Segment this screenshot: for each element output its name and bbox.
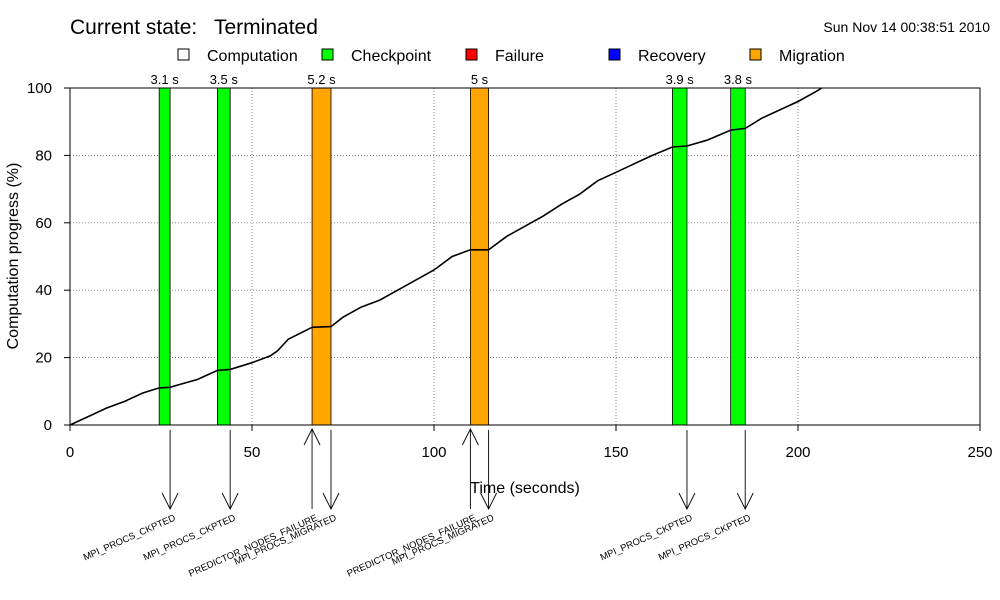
series-layer xyxy=(69,87,823,426)
legend-label-checkpoint: Checkpoint xyxy=(351,48,432,65)
event-bar-migration xyxy=(311,87,332,426)
y-tick-label: 40 xyxy=(35,282,52,299)
event-bar-migration xyxy=(469,87,489,426)
legend: Computation Checkpoint Failure Recovery Migr… xyxy=(177,48,845,65)
annotation-label: MPI_PROCS_MIGRATED xyxy=(233,513,339,568)
event-bars: 3.1 s 3.5 s 5.2 s 5 s 3.9 s 3.8 s xyxy=(151,72,753,426)
event-bar-checkpoint xyxy=(158,87,171,426)
legend-swatch-recovery xyxy=(608,48,621,61)
state-label: Current state: xyxy=(70,16,197,39)
annotation-arrowhead-down xyxy=(678,492,696,511)
y-tick-label: 0 xyxy=(44,417,52,434)
annotation-label: MPI_PROCS_MIGRATED xyxy=(390,513,496,568)
y-axis-label: Computation progress (%) xyxy=(5,163,22,350)
timestamp: Sun Nov 14 00:38:51 2010 xyxy=(823,19,990,35)
event-annotations: MPI_PROCS_CKPTEDMPI_PROCS_CKPTEDPREDICTO… xyxy=(82,427,754,580)
x-tick-label: 200 xyxy=(785,444,810,461)
duration-label: 3.9 s xyxy=(666,72,695,87)
annotation-label: MPI_PROCS_CKPTED xyxy=(599,513,695,564)
annotation-arrowhead-down xyxy=(161,492,179,511)
legend-label-recovery: Recovery xyxy=(638,48,706,65)
y-tick-label: 80 xyxy=(35,147,52,164)
annotation-arrowhead-down xyxy=(322,492,340,511)
event-bar-checkpoint xyxy=(730,87,746,426)
annotation-arrowhead-up xyxy=(303,427,321,446)
x-axis-label: Time (seconds) xyxy=(470,480,580,497)
annotation-arrowhead-up xyxy=(461,427,479,446)
legend-swatch-failure xyxy=(465,48,478,61)
state-value: Terminated xyxy=(214,16,318,39)
axis-ticks: 0 50 100 150 200 250 0 20 40 60 80 100 xyxy=(27,80,993,461)
duration-label: 3.1 s xyxy=(151,72,180,87)
duration-label: 3.5 s xyxy=(210,72,239,87)
annotation-arrowhead-down xyxy=(221,492,239,511)
annotation-label: PREDICTOR_NODES_FAILURE xyxy=(187,513,319,580)
legend-swatch-migration xyxy=(749,48,762,61)
duration-label: 3.8 s xyxy=(724,72,753,87)
legend-label-computation: Computation xyxy=(207,48,298,65)
legend-label-failure: Failure xyxy=(495,48,544,65)
y-tick-label: 60 xyxy=(35,215,52,232)
event-bar-checkpoint xyxy=(672,87,688,426)
plot-frame xyxy=(69,87,981,426)
progress-line xyxy=(69,87,823,426)
grid xyxy=(70,88,980,425)
y-tick-label: 20 xyxy=(35,350,52,367)
annotation-label: PREDICTOR_NODES_FAILURE xyxy=(345,513,477,580)
annotation-arrowhead-down xyxy=(736,492,754,511)
legend-swatch-checkpoint xyxy=(321,48,334,61)
x-tick-label: 0 xyxy=(66,444,74,461)
x-tick-label: 250 xyxy=(967,444,992,461)
duration-label: 5 s xyxy=(471,72,489,87)
duration-label: 5.2 s xyxy=(307,72,336,87)
x-tick-label: 150 xyxy=(603,444,628,461)
x-tick-label: 100 xyxy=(421,444,446,461)
event-bar-checkpoint xyxy=(217,87,231,426)
x-tick-label: 50 xyxy=(244,444,261,461)
legend-label-migration: Migration xyxy=(779,48,845,65)
y-tick-label: 100 xyxy=(27,80,52,97)
annotation-arrowhead-down xyxy=(480,492,498,511)
legend-swatch-computation xyxy=(177,48,190,61)
